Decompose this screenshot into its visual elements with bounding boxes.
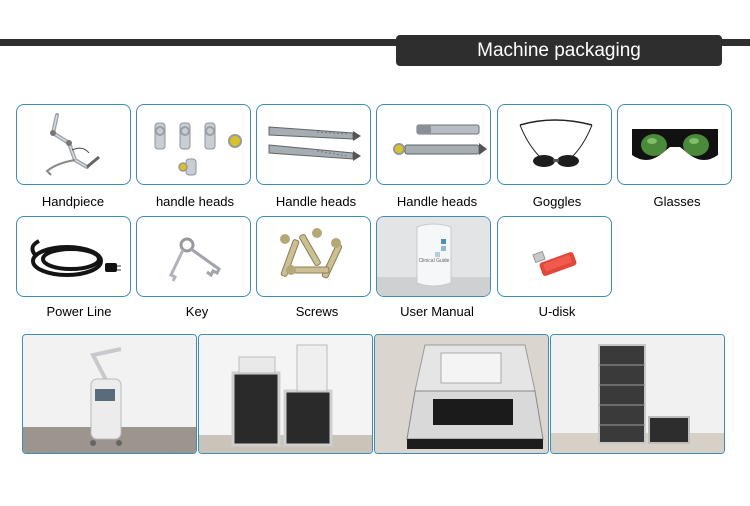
key-label: Key: [185, 304, 209, 319]
manual-cover-text: Clinical Guide: [419, 258, 450, 264]
manual-icon: Clinical Guide: [377, 217, 490, 296]
header-line: [0, 39, 750, 46]
power-cord-icon: [30, 239, 121, 277]
handpiece-label: Handpiece: [41, 194, 105, 209]
handle-heads-tile-3: [376, 104, 491, 185]
laser-machine-photo: [22, 334, 197, 454]
goggles-label: Goggles: [532, 194, 582, 209]
handpiece-tile: [16, 104, 131, 185]
open-case-photo: [374, 334, 549, 454]
screws-tile: [256, 216, 371, 297]
power-line-label: Power Line: [46, 304, 112, 319]
user-manual-label: User Manual: [400, 304, 474, 319]
glasses-icon: [632, 129, 718, 160]
user-manual-tile: Clinical Guide: [376, 216, 491, 297]
goggles-tile: [497, 104, 612, 185]
handpiece-icon: [45, 113, 100, 176]
glasses-tile: [617, 104, 732, 185]
handle-heads-label-1: handle heads: [155, 194, 235, 209]
key-icon: [169, 237, 221, 282]
handle-heads-label-2: Handle heads: [275, 194, 357, 209]
handle-heads-label-3: Handle heads: [396, 194, 478, 209]
handle-heads-icon: [154, 122, 242, 176]
power-line-tile: [16, 216, 131, 297]
glasses-label: Glasses: [653, 194, 701, 209]
key-tile: [136, 216, 251, 297]
goggles-icon: [519, 119, 593, 167]
handle-heads-tile-1: [136, 104, 251, 185]
handle-heads-icon: [268, 126, 361, 161]
u-disk-label: U-disk: [538, 304, 576, 319]
usb-disk-icon: [532, 250, 577, 276]
screws-label: Screws: [295, 304, 339, 319]
machine-cases-photo: [198, 334, 373, 454]
packed-cases-photo: [550, 334, 725, 454]
screws-icon: [280, 228, 343, 279]
handle-heads-icon: [393, 124, 487, 155]
u-disk-tile: [497, 216, 612, 297]
handle-heads-tile-2: [256, 104, 371, 185]
section-title: Machine packaging: [396, 35, 722, 66]
